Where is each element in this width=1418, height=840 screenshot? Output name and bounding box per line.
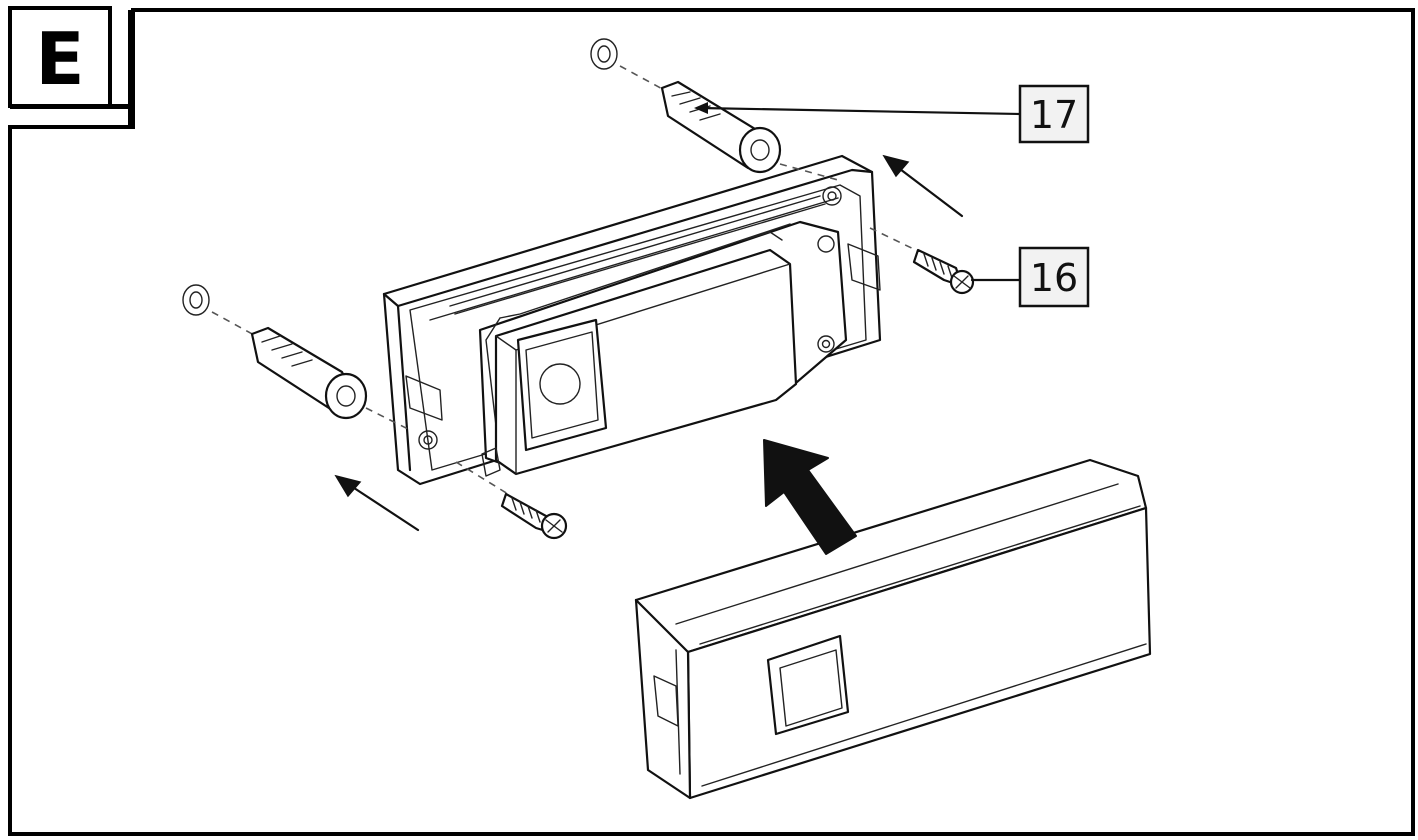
insertion-arrow [763, 439, 857, 555]
screw-16 [912, 248, 975, 295]
step-letter: E [35, 17, 84, 101]
axis-line-top-2 [779, 163, 839, 181]
wall-plug-17 [660, 80, 782, 174]
washer-top [590, 38, 618, 70]
axis-line-screw-16 [869, 227, 925, 255]
direction-arrow-left [334, 474, 420, 532]
step-label-box: E [8, 6, 133, 128]
axis-line-top [619, 65, 669, 93]
direction-arrow-right [882, 154, 964, 218]
callout-17-label: 17 [1030, 93, 1078, 137]
axis-line-left [211, 311, 257, 337]
callout-16-label: 16 [1030, 256, 1078, 300]
axis-line-screw-lower [455, 461, 509, 495]
callout-17: 17 [694, 84, 1090, 144]
washer-left [182, 284, 210, 316]
axis-line-left-2 [365, 407, 411, 431]
callout-16: 16 [970, 246, 1090, 308]
front-cover [634, 458, 1152, 800]
inner-module [478, 220, 848, 477]
wall-plug-left [250, 326, 368, 420]
screw-lower [500, 492, 568, 540]
